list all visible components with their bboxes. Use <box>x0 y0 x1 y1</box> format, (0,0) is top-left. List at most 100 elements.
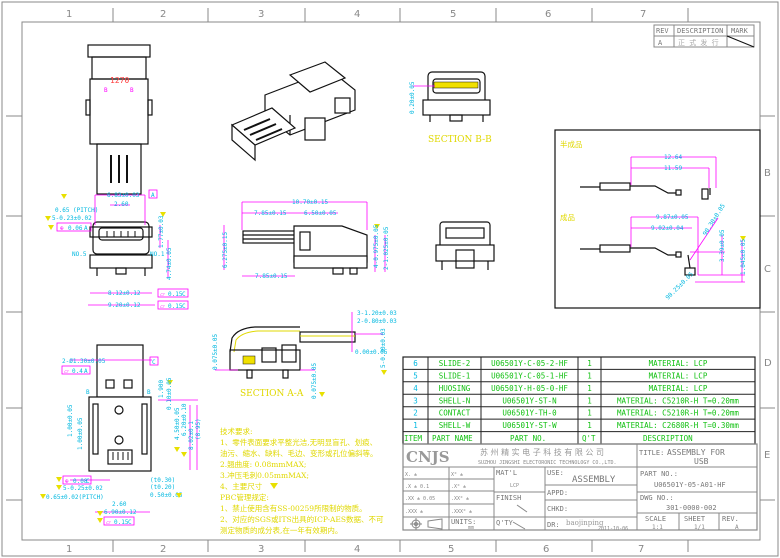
col-number: 1 <box>66 9 72 20</box>
title-block: CNJS 苏 州 精 实 电 子 科 技 有 限 公 司 SUZHOU JING… <box>402 443 758 532</box>
flatness-symbol: ⏥ <box>160 291 165 298</box>
bom-cell-desc: MATERIAL: C5210R-H T=0.20mm <box>617 409 739 418</box>
finished-label: 成品 <box>560 212 575 222</box>
dimension-label: 11.59 <box>664 165 682 172</box>
dimension-label: 0.075±0.05 <box>311 362 318 399</box>
rev-header: REV <box>656 27 669 35</box>
col-number: 5 <box>448 544 454 555</box>
datum-label: C <box>182 303 186 310</box>
sheet-label: SHEET <box>684 515 706 523</box>
datum-label: C <box>182 291 186 298</box>
note-line: 1、禁止使用含有SS-00259所限制的物质。 <box>220 503 367 513</box>
bom-cell-part-no: U06501Y-C-05-2-HF <box>491 359 568 368</box>
note-line: 3.冲压毛刺0.05mmMAX; <box>220 470 309 480</box>
tolerance-value: 0.15 <box>168 303 183 310</box>
datum-label: A <box>151 192 155 199</box>
title-label: TITLE: <box>639 449 664 457</box>
col-number: 1 <box>66 544 72 555</box>
bom-cell-part-no: U06501Y-ST-W <box>502 421 557 430</box>
isometric-view <box>230 61 356 162</box>
side-view: 10.70±0.15 7.85±0.15 6.50±0.05 6.275±0.1… <box>222 199 390 280</box>
tolerance-value: 0.4 <box>72 368 83 375</box>
bom-cell-qty: 1 <box>587 359 592 368</box>
front-view: 6.83±0.03 A 2.60 0.65 (PITCH) 5-0.23±0.0… <box>45 189 189 310</box>
top-view: 1270 B B <box>85 44 153 195</box>
section-mark: B <box>147 389 151 396</box>
dimension-label: 9.02±0.04 <box>651 225 684 232</box>
projection-symbol-icon <box>410 518 443 530</box>
approved-label: APPD: <box>547 489 568 497</box>
finish-label: FINISH <box>496 494 521 502</box>
datum-label: A <box>84 225 88 232</box>
dwg-no-label: DWG NO.: <box>640 494 674 502</box>
tolerance-angular: .XXX° ± <box>451 509 472 515</box>
bom-header-description: DESCRIPTION <box>643 434 693 443</box>
company-logo: CNJS <box>406 448 450 466</box>
row-letter: E <box>764 450 770 461</box>
note-line: 技术要求: <box>220 426 253 436</box>
tolerance-linear: X. ± <box>405 472 417 478</box>
qty-label: Q'TY <box>496 519 514 527</box>
col-number: 4 <box>354 544 360 555</box>
tolerance-angular: X° ± <box>451 472 463 478</box>
rear-view <box>435 221 495 270</box>
bom-cell-desc: MATERIAL: LCP <box>649 359 708 368</box>
bom-cell-desc: MATERIAL: LCP <box>649 384 708 393</box>
bom-header-qty: Q'T <box>582 434 596 443</box>
bom-cell-name: SHELL-N <box>439 396 471 405</box>
bom-cell-qty: 1 <box>587 421 592 430</box>
bom-header-row: ITEM PART NAME PART NO. Q'T DESCRIPTION <box>404 434 693 443</box>
col-number: 6 <box>543 544 549 555</box>
note-line: 1、零件表面要求平整光洁,无明显盲孔、划痕、 <box>220 437 377 447</box>
dimension-label: 1.900 <box>158 380 165 398</box>
dimension-label: 12.64 <box>664 154 682 161</box>
col-number: 3 <box>258 9 264 20</box>
tolerance-value: 0.15 <box>168 291 183 298</box>
tolerance-value: 0.06 <box>68 225 83 232</box>
bom-cell-qty: 1 <box>587 384 592 393</box>
revision-block: REV DESCRIPTION MARK A 正 式 发 行 <box>653 24 755 48</box>
bom-cell-name: CONTACT <box>439 409 471 418</box>
note-line: PBC管理规定: <box>220 492 269 502</box>
bom-cell-name: HUOSING <box>439 384 471 393</box>
top-view-mark: 1270 <box>110 76 129 85</box>
dimension-label: 4-0.975±0.05 <box>373 224 380 268</box>
dimension-label: 4.50±0.05 <box>174 407 181 440</box>
note-line: 4、主要尺寸 <box>220 481 263 491</box>
bom-cell-item: 6 <box>413 359 418 368</box>
flatness-symbol: ⏥ <box>160 303 165 310</box>
bom-cell-part-no: U06501Y-C-05-1-HF <box>491 371 568 380</box>
rev-value: A <box>658 39 663 47</box>
col-number: 7 <box>638 544 644 555</box>
dimension-label: 1.77±0.03 <box>158 215 165 248</box>
bom-cell-item: 2 <box>413 409 418 418</box>
semi-finished-label: 半成品 <box>560 139 583 149</box>
bom-header-item: ITEM <box>404 434 423 443</box>
row-letter: B <box>764 168 771 179</box>
drawing-title: ASSEMBLY FOR <box>667 448 725 457</box>
drawing-title-line2: USB <box>694 457 709 466</box>
dimension-label: 9.20±0.12 <box>108 302 141 309</box>
sheet-value: 1/1 <box>694 524 705 531</box>
pin-label: NO.1 <box>150 251 165 258</box>
bom-cell-name: SHELL-W <box>439 421 471 430</box>
dimension-label: (t0.20) <box>150 484 175 491</box>
bom-cell-desc: MATERIAL: C5210R-H T=0.20mm <box>617 396 739 405</box>
flatness-symbol: ⏥ <box>106 519 111 526</box>
tolerance-angular: .XX° ± <box>451 496 469 502</box>
units-value: mm <box>468 525 474 531</box>
dimension-label: 0.00±0.05 <box>355 349 388 356</box>
dimension-label: 0.20±0.05 <box>409 81 416 114</box>
drawn-label: DR: <box>547 521 560 529</box>
note-line: 2、对应的SGS或ITS出具的ICP-AES数据、不可 <box>220 514 384 524</box>
note-line: 测定物质的成分表,在一年有效期内。 <box>220 525 342 535</box>
dimension-label: 3-1.20±0.03 <box>357 310 397 317</box>
dimension-label: 1.045±0.05 <box>740 238 747 275</box>
datum-label: C <box>86 478 90 485</box>
bom-table <box>402 356 756 445</box>
